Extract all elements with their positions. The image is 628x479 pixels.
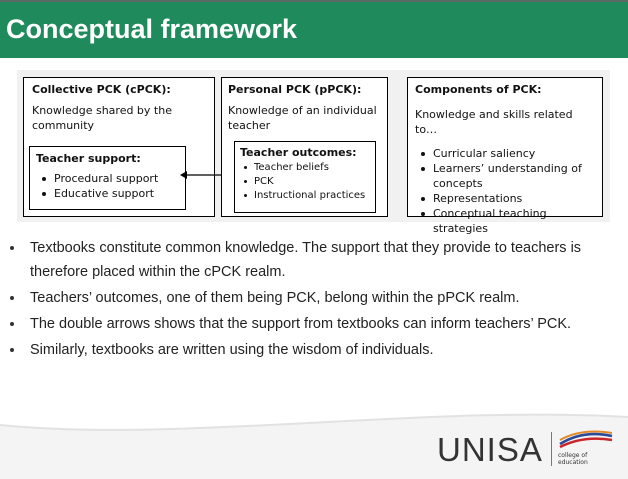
bullet-item: The double arrows shows that the support… bbox=[0, 312, 628, 336]
components-list: Curricular saliency Learners’ understand… bbox=[415, 146, 595, 236]
list-item: Curricular saliency bbox=[415, 146, 595, 161]
logo-subtitle-line1: college of bbox=[558, 452, 588, 459]
personal-pck-heading: Personal PCK (pPCK): bbox=[228, 83, 362, 96]
collective-pck-box: Collective PCK (cPCK): Knowledge shared … bbox=[23, 77, 215, 217]
bullet-dot bbox=[10, 322, 14, 326]
personal-pck-description: Knowledge of an individual teacher bbox=[228, 104, 377, 132]
unisa-logo: UNISA college of education bbox=[437, 428, 617, 468]
teacher-outcomes-box: Teacher outcomes: Teacher beliefs PCK In… bbox=[234, 141, 376, 213]
logo-wordmark: UNISA bbox=[437, 431, 543, 468]
footer-wave bbox=[0, 413, 628, 479]
list-item: Conceptual teaching strategies bbox=[415, 206, 595, 236]
bullet-dot bbox=[10, 348, 14, 352]
bullet-text: The double arrows shows that the support… bbox=[30, 316, 572, 332]
teacher-outcomes-heading: Teacher outcomes: bbox=[240, 146, 357, 159]
slide-header: Conceptual framework bbox=[0, 2, 628, 58]
logo-separator bbox=[551, 432, 552, 466]
teacher-outcomes-list: Teacher beliefs PCK Instructional practi… bbox=[240, 161, 370, 203]
components-pck-box: Components of PCK: Knowledge and skills … bbox=[407, 77, 603, 235]
list-item: Procedural support bbox=[36, 171, 179, 186]
list-item: Educative support bbox=[36, 186, 179, 201]
list-item: Learners’ understanding of concepts bbox=[415, 161, 595, 191]
bullet-dot bbox=[10, 246, 14, 250]
framework-diagram: Collective PCK (cPCK): Knowledge shared … bbox=[17, 70, 610, 235]
list-item: Representations bbox=[415, 191, 595, 206]
personal-pck-box: Personal PCK (pPCK): Knowledge of an ind… bbox=[221, 77, 388, 217]
bullet-item: Teachers’ outcomes, one of them being PC… bbox=[0, 286, 628, 310]
bullet-dot bbox=[10, 296, 14, 300]
logo-swoosh-icon bbox=[559, 430, 613, 449]
collective-pck-description: Knowledge shared by the community bbox=[32, 104, 172, 132]
teacher-support-box: Teacher support: Procedural support Educ… bbox=[29, 146, 186, 210]
logo-subtitle: college of education bbox=[558, 452, 588, 466]
list-item: Instructional practices bbox=[240, 189, 370, 203]
bullet-text: Textbooks constitute common knowledge. T… bbox=[30, 240, 582, 280]
bullet-list: Textbooks constitute common knowledge. T… bbox=[0, 236, 628, 364]
bullet-text: Teachers’ outcomes, one of them being PC… bbox=[30, 290, 520, 306]
components-pck-heading: Components of PCK: bbox=[415, 83, 542, 96]
bullet-item: Textbooks constitute common knowledge. T… bbox=[0, 236, 628, 284]
logo-subtitle-line2: education bbox=[558, 459, 588, 466]
top-border bbox=[0, 0, 628, 2]
collective-pck-heading: Collective PCK (cPCK): bbox=[32, 83, 171, 96]
bullet-text: Similarly, textbooks are written using t… bbox=[30, 342, 434, 358]
list-item: PCK bbox=[240, 175, 370, 189]
slide-title: Conceptual framework bbox=[6, 14, 298, 44]
teacher-support-heading: Teacher support: bbox=[36, 152, 141, 165]
teacher-support-list: Procedural support Educative support bbox=[36, 171, 179, 201]
bullet-item: Similarly, textbooks are written using t… bbox=[0, 338, 628, 362]
list-item: Teacher beliefs bbox=[240, 161, 370, 175]
components-pck-description: Knowledge and skills related to… bbox=[415, 108, 573, 136]
